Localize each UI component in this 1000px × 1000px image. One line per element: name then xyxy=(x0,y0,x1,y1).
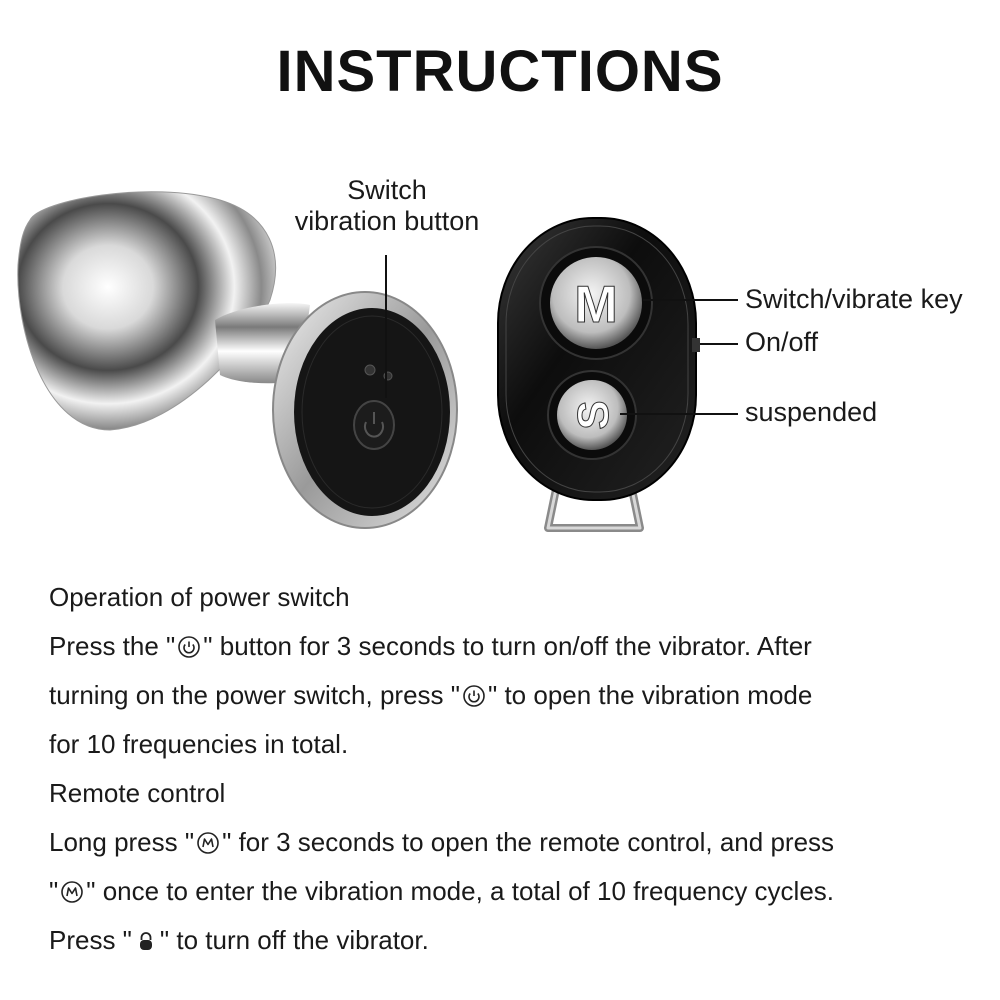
remote-control: M S xyxy=(497,217,700,532)
on-off-label: On/off xyxy=(745,327,819,357)
svg-text:S: S xyxy=(569,400,618,429)
plug-device xyxy=(17,191,458,529)
power-line-3: for 10 frequencies in total. xyxy=(49,729,349,759)
switch-label-line2: vibration button xyxy=(294,206,480,236)
suspended-label: suspended xyxy=(745,397,878,427)
product-illustration: M S xyxy=(17,191,738,532)
m-button-icon xyxy=(61,881,84,903)
power-icon xyxy=(178,636,201,658)
power-icon xyxy=(463,685,485,707)
switch-vibrate-key-label: Switch/vibrate key xyxy=(745,284,963,314)
switch-vibration-label: Switch vibration button xyxy=(282,175,492,237)
remote-line-2: "" once to enter the vibration mode, a t… xyxy=(49,876,835,906)
remote-heading: Remote control xyxy=(49,778,226,808)
power-heading: Operation of power switch xyxy=(49,582,350,612)
lock-icon xyxy=(139,932,152,950)
m-button-icon xyxy=(197,832,219,854)
remote-line-1: Long press "" for 3 seconds to open the … xyxy=(49,827,835,857)
page-title: INSTRUCTIONS xyxy=(276,39,724,104)
svg-text:M: M xyxy=(574,276,617,334)
switch-label-line1: Switch xyxy=(347,175,427,205)
power-line-2: turning on the power switch, press "" to… xyxy=(49,680,813,710)
remote-line-3: Press "" to turn off the vibrator. xyxy=(49,925,429,955)
power-line-1: Press the "" button for 3 seconds to tur… xyxy=(49,631,812,661)
